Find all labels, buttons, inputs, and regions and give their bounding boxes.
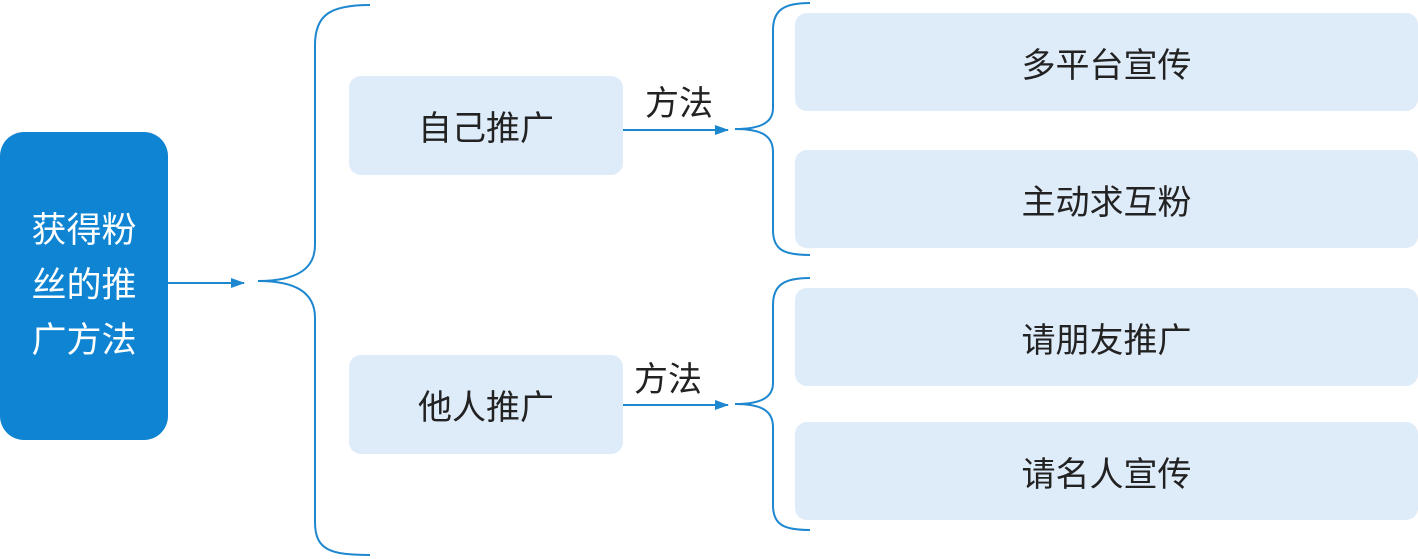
leaf-node-friends-promote: 请朋友推广 [795,288,1418,386]
root-line-2: 广方法 [31,320,137,361]
root-node: 获得粉 丝的推 广方法 [0,132,168,440]
leaf-node-label: 多平台宣传 [1021,45,1192,86]
leaf-node-label: 主动求互粉 [1021,182,1192,223]
branch-brace-1 [734,277,811,531]
branch-node-label: 自己推广 [418,109,554,149]
edge-label-method: 方法 [645,84,713,124]
branch-node-self-promotion: 自己推广 [349,76,623,175]
root-brace [257,4,371,556]
branch-brace-0 [734,2,811,256]
leaf-node-celebrity-promote: 请名人宣传 [795,422,1418,520]
leaf-node-mutual-follow: 主动求互粉 [795,150,1418,248]
branch-node-others-promotion: 他人推广 [349,355,623,454]
root-line-1: 丝的推 [31,265,137,306]
branch-node-label: 他人推广 [418,388,554,428]
edge-label-method: 方法 [634,360,702,400]
root-node-text: 获得粉 丝的推 广方法 [31,204,136,369]
leaf-node-label: 请朋友推广 [1021,320,1192,361]
leaf-node-multi-platform: 多平台宣传 [795,13,1418,111]
root-line-0: 获得粉 [31,210,137,251]
leaf-node-label: 请名人宣传 [1021,454,1192,495]
